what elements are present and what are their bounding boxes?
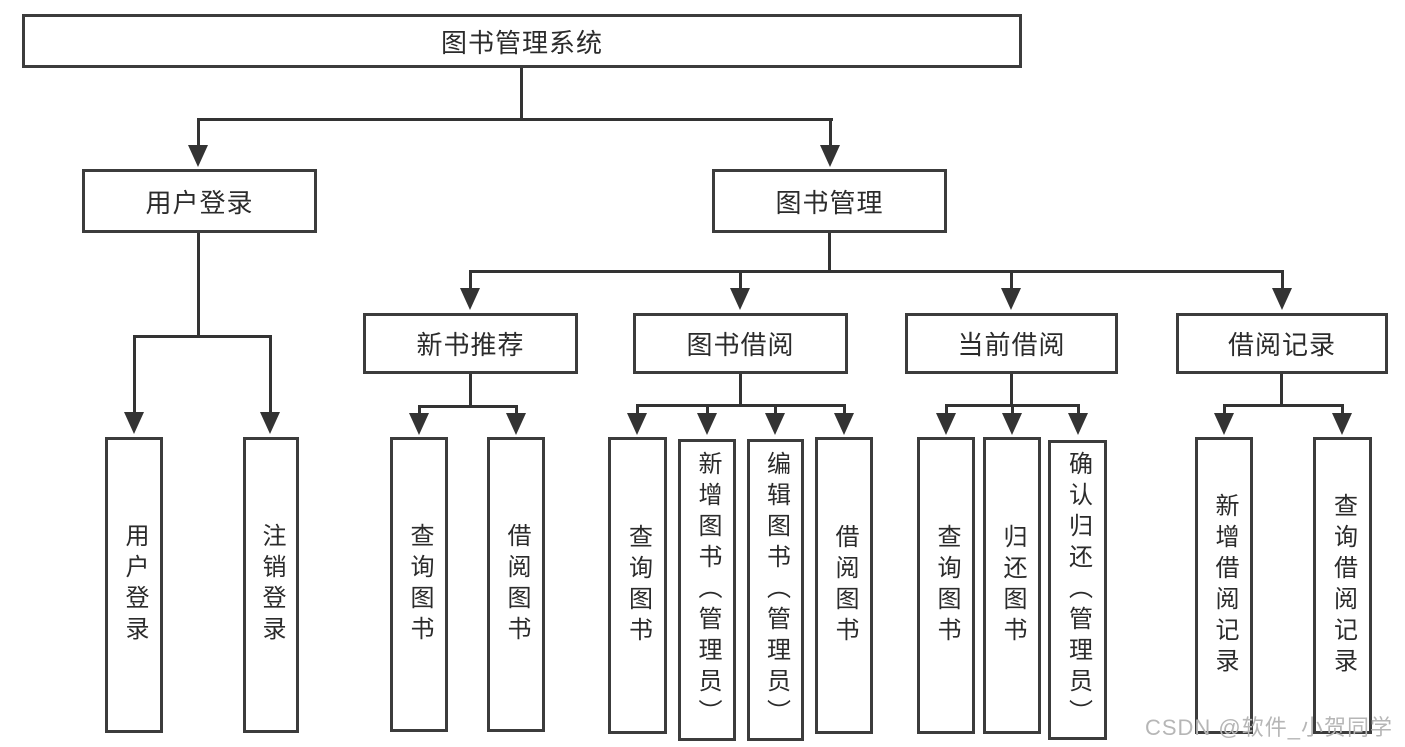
leaf-current-return-label: 归还图书 [999, 523, 1026, 648]
arrow-down-icon [1068, 413, 1088, 435]
connector-line [469, 273, 472, 288]
connector-line [197, 121, 200, 145]
connector-line [774, 407, 777, 413]
connector-line [269, 338, 272, 412]
arrow-down-icon [1001, 288, 1021, 310]
connector-line [739, 273, 742, 288]
node-book-management-label: 图书管理 [775, 187, 884, 218]
connector-line [945, 407, 948, 413]
leaf-records-add-label: 新增借阅记录 [1211, 492, 1238, 679]
node-book-borrow-label: 图书借阅 [686, 330, 795, 360]
leaf-current-confirm-admin-label: 确认归还（管理员） [1064, 450, 1092, 730]
arrow-down-icon [834, 413, 854, 435]
node-library-system: 图书管理系统 [22, 14, 1022, 68]
connector-line [636, 404, 846, 407]
connector-line [829, 121, 832, 145]
arrow-down-icon [765, 413, 785, 435]
leaf-records-add: 新增借阅记录 [1195, 437, 1253, 734]
arrow-down-icon [730, 288, 750, 310]
connector-line [843, 407, 846, 413]
arrow-down-icon [1002, 413, 1022, 435]
leaf-borrow-query-label: 查询图书 [624, 523, 652, 648]
leaf-current-return: 归还图书 [983, 437, 1041, 734]
leaf-records-query: 查询借阅记录 [1313, 437, 1372, 734]
connector-line [469, 374, 472, 407]
connector-line [1281, 273, 1284, 288]
connector-line [1280, 374, 1283, 406]
node-library-system-label: 图书管理系统 [440, 27, 603, 58]
arrow-down-icon [124, 412, 144, 434]
leaf-borrow-edit-admin-label: 编辑图书（管理员） [762, 450, 790, 730]
arrow-down-icon [260, 412, 280, 434]
node-current-borrow-label: 当前借阅 [957, 330, 1066, 360]
node-book-borrow: 图书借阅 [633, 313, 848, 374]
node-borrow-records: 借阅记录 [1176, 313, 1388, 374]
leaf-logout: 注销登录 [243, 437, 299, 733]
leaf-borrow-query: 查询图书 [608, 437, 667, 734]
leaf-user-login: 用户登录 [105, 437, 163, 733]
leaf-borrow-borrow-label: 借阅图书 [831, 523, 858, 648]
arrow-down-icon [936, 413, 956, 435]
arrow-down-icon [1214, 413, 1234, 435]
connector-line [515, 408, 518, 413]
arrow-down-icon [627, 413, 647, 435]
leaf-borrow-edit-admin: 编辑图书（管理员） [747, 439, 804, 741]
connector-line [945, 404, 1080, 407]
leaf-newbook-query: 查询图书 [390, 437, 448, 732]
arrow-down-icon [820, 145, 840, 167]
connector-line [1010, 374, 1013, 406]
connector-line [1011, 407, 1014, 413]
leaf-borrow-borrow: 借阅图书 [815, 437, 873, 734]
leaf-newbook-query-label: 查询图书 [406, 522, 433, 647]
connector-line [1010, 273, 1013, 288]
leaf-borrow-add-admin-label: 新增图书（管理员） [694, 450, 721, 730]
connector-line [1077, 407, 1080, 413]
connector-line [469, 270, 1284, 273]
node-user-login-label: 用户登录 [145, 187, 254, 218]
connector-line [133, 338, 136, 412]
arrow-down-icon [697, 413, 717, 435]
arrow-down-icon [506, 413, 526, 435]
leaf-newbook-borrow: 借阅图书 [487, 437, 545, 732]
leaf-borrow-add-admin: 新增图书（管理员） [678, 439, 736, 741]
node-user-login: 用户登录 [82, 169, 317, 233]
arrow-down-icon [1332, 413, 1352, 435]
node-book-management: 图书管理 [712, 169, 947, 233]
leaf-current-query: 查询图书 [917, 437, 975, 734]
arrow-down-icon [1272, 288, 1292, 310]
leaf-newbook-borrow-label: 借阅图书 [503, 522, 530, 647]
node-new-book-recommend: 新书推荐 [363, 313, 578, 374]
connector-line [520, 68, 523, 120]
leaf-user-login-label: 用户登录 [121, 523, 148, 647]
arrow-down-icon [188, 145, 208, 167]
connector-line [739, 374, 742, 406]
connector-line [1223, 404, 1344, 407]
connector-line [197, 233, 200, 338]
node-borrow-records-label: 借阅记录 [1227, 330, 1336, 360]
node-new-book-recommend-label: 新书推荐 [416, 330, 525, 360]
leaf-logout-label: 注销登录 [258, 523, 285, 647]
watermark: CSDN @软件_小贺同学 [1144, 715, 1393, 740]
node-current-borrow: 当前借阅 [905, 313, 1118, 374]
arrow-down-icon [460, 288, 480, 310]
connector-line [706, 407, 709, 413]
connector-line [418, 408, 421, 413]
leaf-current-confirm-admin: 确认归还（管理员） [1048, 440, 1107, 740]
arrow-down-icon [409, 413, 429, 435]
connector-line [636, 407, 639, 413]
connector-line [828, 233, 831, 272]
connector-line [418, 405, 518, 408]
connector-line [1223, 407, 1226, 413]
leaf-records-query-label: 查询借阅记录 [1329, 492, 1357, 679]
connector-line [1341, 407, 1344, 413]
connector-line [197, 118, 833, 121]
leaf-current-query-label: 查询图书 [933, 523, 960, 648]
connector-line [133, 335, 272, 338]
